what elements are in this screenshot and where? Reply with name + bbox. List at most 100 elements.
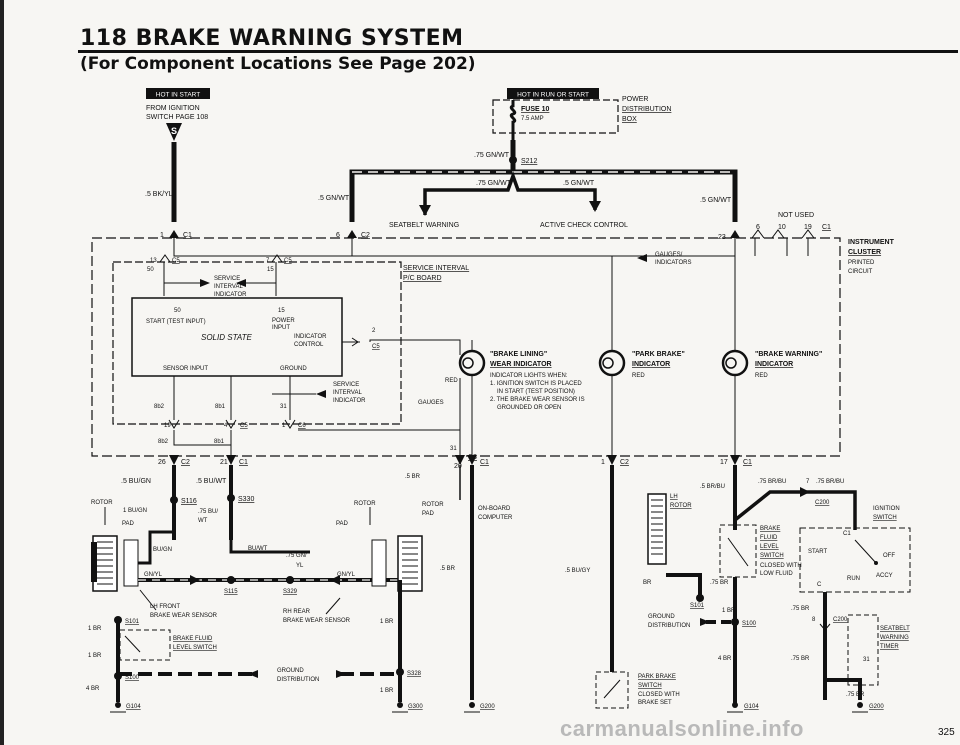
svg-text:S328: S328 <box>407 671 422 677</box>
svg-text:LEVEL SWITCH: LEVEL SWITCH <box>173 645 217 651</box>
svg-text:C1: C1 <box>239 459 248 466</box>
fuse-10-icon <box>509 100 517 140</box>
svg-text:.5 BR: .5 BR <box>440 566 456 572</box>
svg-text:SWITCH: SWITCH <box>760 553 784 559</box>
svg-text:G104: G104 <box>126 704 141 710</box>
svg-text:31: 31 <box>450 446 457 452</box>
svg-text:1 BR: 1 BR <box>88 653 102 659</box>
seatbelt-warning-label: SEATBELT WARNING <box>389 222 459 229</box>
power-distribution-label-3: BOX <box>622 116 637 123</box>
svg-text:C: C <box>817 582 822 588</box>
instrument-cluster-box <box>91 237 841 457</box>
service-indicator-bot-3: INDICATOR <box>333 398 366 404</box>
svg-text:10: 10 <box>778 224 786 231</box>
indicator-control-2: CONTROL <box>294 342 324 348</box>
svg-text:4 BR: 4 BR <box>86 686 100 692</box>
svg-text:S101: S101 <box>125 619 140 625</box>
svg-text:YL: YL <box>296 563 304 569</box>
svg-text:7: 7 <box>806 479 810 485</box>
service-indicator-top-3: INDICATOR <box>214 292 247 298</box>
service-interval-label-1: SERVICE INTERVAL <box>403 265 469 272</box>
rh-rear-sensor-2: BRAKE WEAR SENSOR <box>283 618 351 624</box>
svg-text:DISTRIBUTION: DISTRIBUTION <box>277 677 319 683</box>
pad-left-label: PAD <box>122 521 135 527</box>
hot-tag-run-text: HOT IN RUN OR START <box>517 92 589 99</box>
svg-text:S101: S101 <box>690 603 705 609</box>
watermark: carmanualsonline.info <box>560 716 804 741</box>
hot-tag-start <box>146 88 210 99</box>
power-distribution-label-2: DISTRIBUTION <box>622 106 671 113</box>
svg-text:G200: G200 <box>869 704 884 710</box>
service-indicator-bot-1: SERVICE <box>333 382 359 388</box>
svg-text:.75 BU/: .75 BU/ <box>198 509 218 515</box>
svg-text:RED: RED <box>445 378 458 384</box>
svg-text:G200: G200 <box>480 704 495 710</box>
svg-text:BU/GN: BU/GN <box>153 547 172 553</box>
svg-text:GROUND: GROUND <box>648 614 675 620</box>
page-title: 118 BRAKE WARNING SYSTEM <box>80 26 464 51</box>
svg-text:50: 50 <box>174 308 181 314</box>
power-distribution-box <box>492 99 619 134</box>
wire-gn-wt-right-label: .5 GN/WT <box>700 197 732 204</box>
scan-edge <box>0 0 4 745</box>
svg-text:C1: C1 <box>480 459 489 466</box>
active-check-label: ACTIVE CHECK CONTROL <box>540 222 628 229</box>
svg-text:RED: RED <box>632 373 645 379</box>
gauges-indicators-label-1: GAUGES/ <box>655 252 683 258</box>
brake-fluid-switch-left <box>119 629 171 661</box>
fuse-label: FUSE 10 <box>521 106 550 113</box>
gauges-label: GAUGES <box>418 400 444 406</box>
svg-text:1 BR: 1 BR <box>722 608 736 614</box>
fuse-amp-label: 7.5 AMP <box>521 116 544 122</box>
svg-text:LEVEL: LEVEL <box>760 544 779 550</box>
svg-text:BR: BR <box>643 580 652 586</box>
svg-text:SEATBELT: SEATBELT <box>880 626 910 632</box>
svg-text:23: 23 <box>718 234 726 241</box>
ignition-switch-icon <box>799 527 911 593</box>
hot-tag-run <box>507 88 599 99</box>
onboard-computer-2: COMPUTER <box>478 515 513 521</box>
connector-c2-top: C2 <box>361 232 370 239</box>
svg-text:PARK BRAKE: PARK BRAKE <box>638 674 676 680</box>
svg-text:GN/YL: GN/YL <box>337 572 356 578</box>
svg-text:.5 BU/WT: .5 BU/WT <box>196 478 227 485</box>
wire-gn-wt-mid-l-label: .75 GN/WT <box>476 180 512 187</box>
svg-text:C6: C6 <box>298 423 306 429</box>
svg-text:.5 BR: .5 BR <box>405 474 421 480</box>
svg-text:17: 17 <box>720 459 728 466</box>
svg-text:19: 19 <box>164 423 171 429</box>
svg-text:.75 BR: .75 BR <box>846 692 865 698</box>
svg-text:8b2: 8b2 <box>154 404 165 410</box>
svg-text:GROUNDED OR OPEN: GROUNDED OR OPEN <box>497 405 561 411</box>
power-distribution-label-1: POWER <box>622 96 648 103</box>
svg-text:1 BR: 1 BR <box>380 619 394 625</box>
park-indicator-1: "PARK BRAKE" <box>632 351 685 358</box>
svg-text:IN START (TEST POSITION): IN START (TEST POSITION) <box>497 389 575 395</box>
bus-wire-label: .75 GN/WT <box>474 152 510 159</box>
svg-text:C2: C2 <box>620 459 629 466</box>
svg-text:OFF: OFF <box>883 553 895 559</box>
svg-text:15: 15 <box>267 267 274 273</box>
svg-text:.75 BR: .75 BR <box>710 580 729 586</box>
svg-text:.75 BR/BU: .75 BR/BU <box>758 479 786 485</box>
svg-text:.5 BU/GY: .5 BU/GY <box>565 568 590 574</box>
rotor-right-label: ROTOR <box>354 501 376 507</box>
svg-text:CLOSED WITH: CLOSED WITH <box>760 563 802 569</box>
svg-text:TIMER: TIMER <box>880 644 899 650</box>
svg-text:1. IGNITION SWITCH IS PLACED: 1. IGNITION SWITCH IS PLACED <box>490 381 582 387</box>
svg-text:ACCY: ACCY <box>876 573 893 579</box>
brake-fluid-switch-right <box>719 524 757 578</box>
svg-text:C5: C5 <box>284 258 292 264</box>
svg-text:31: 31 <box>863 657 870 663</box>
svg-text:C200: C200 <box>833 617 848 623</box>
svg-text:.5 BU/GN: .5 BU/GN <box>121 478 151 485</box>
pad-right-label: PAD <box>336 521 349 527</box>
start-test-input-label: START (TEST INPUT) <box>146 319 206 325</box>
svg-text:8b2: 8b2 <box>158 439 169 445</box>
cluster-label-3: PRINTED <box>848 260 875 266</box>
wire-gn-wt-left-label: .5 GN/WT <box>318 195 350 202</box>
pad-left-icon <box>123 539 139 587</box>
svg-text:START: START <box>808 549 827 555</box>
